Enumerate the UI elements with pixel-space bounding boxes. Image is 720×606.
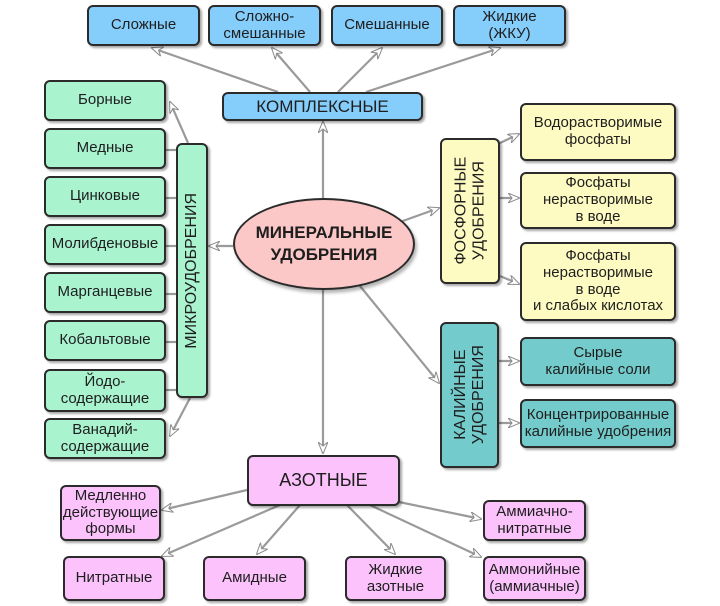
edge-complex-2	[272, 48, 311, 93]
edge-complex-4	[365, 48, 500, 94]
complex-item-mixed[interactable]: Смешанные	[331, 5, 443, 46]
phosphorus-item-water-insoluble[interactable]: Фосфаты нерастворимые в воде	[520, 172, 676, 229]
item-label: Ванадий- содержащие	[60, 420, 150, 455]
group-potassium-label: КАЛИЙНЫЕ УДОБРЕНИЯ	[451, 345, 487, 445]
edge-phos-3	[499, 274, 519, 286]
edge-center-potassium	[359, 285, 439, 383]
phosphorus-item-water-soluble[interactable]: Водорастворимые фосфаты	[520, 103, 676, 161]
item-label: Кобальтовые	[59, 331, 151, 349]
nitrogen-item-liquid[interactable]: Жидкие азотные	[345, 556, 446, 601]
item-label: Сырые калийные соли	[545, 343, 651, 378]
complex-item-complex-mixed[interactable]: Сложно- смешанные	[208, 5, 321, 46]
group-complex[interactable]: КОМПЛЕКСНЫЕ	[222, 92, 423, 121]
edge-nitro-1	[162, 488, 248, 510]
edge-nitro-6	[369, 504, 481, 558]
micro-item-cobalt[interactable]: Кобальтовые	[44, 320, 166, 361]
phosphorus-item-acid-insoluble[interactable]: Фосфаты нерастворимые в воде и слабых ки…	[520, 242, 676, 321]
micro-item-iodine[interactable]: Йодо- содержащие	[44, 369, 166, 412]
center-node-mineral-fertilizers[interactable]: МИНЕРАЛЬНЫЕ УДОБРЕНИЯ	[233, 198, 415, 290]
item-label: Нитратные	[75, 569, 153, 587]
edge-nitro-5	[398, 500, 481, 519]
item-label: Медленно действующие формы	[62, 486, 159, 538]
micro-item-vanadium[interactable]: Ванадий- содержащие	[44, 418, 166, 459]
item-label: Смешанные	[344, 16, 430, 34]
item-label: Молибденовые	[51, 235, 159, 253]
edge-micro-1	[168, 102, 190, 144]
micro-item-boron[interactable]: Борные	[44, 80, 166, 121]
micro-item-zinc[interactable]: Цинковые	[44, 176, 166, 217]
item-label: Борные	[78, 91, 132, 109]
edge-nitro-4	[346, 504, 395, 554]
item-label: Амидные	[222, 569, 287, 587]
item-label: Марганцевые	[57, 283, 153, 301]
group-nitrogen-label: АЗОТНЫЕ	[279, 470, 368, 491]
nitrogen-item-slow-acting[interactable]: Медленно действующие формы	[60, 485, 161, 541]
item-label: Сложные	[110, 16, 177, 34]
edge-micro-8	[170, 397, 191, 436]
item-label: Концентрированные калийные удобрения	[524, 405, 672, 440]
item-label: Фосфаты нерастворимые в воде	[543, 174, 653, 225]
nitrogen-item-amide[interactable]: Амидные	[203, 556, 306, 601]
item-label: Фосфаты нерастворимые в воде и слабых ки…	[532, 246, 664, 315]
item-label: Йодо- содержащие	[60, 372, 150, 407]
nitrogen-item-ammonium[interactable]: Аммонийные (аммиачные)	[483, 556, 586, 601]
group-potassium[interactable]: КАЛИЙНЫЕ УДОБРЕНИЯ	[440, 322, 499, 468]
item-label: Жидкие азотные	[366, 560, 425, 595]
item-label: Сложно- смешанные	[223, 7, 306, 42]
item-label: Аммонийные (аммиачные)	[488, 560, 581, 595]
item-label: Аммиачно- нитратные	[496, 502, 573, 537]
item-label: Цинковые	[70, 187, 140, 205]
complex-item-complex[interactable]: Сложные	[87, 5, 200, 46]
group-phosphorus[interactable]: ФОСФОРНЫЕ УДОБРЕНИЯ	[440, 138, 500, 284]
center-node-label: МИНЕРАЛЬНЫЕ УДОБРЕНИЯ	[255, 222, 393, 264]
edge-complex-1	[152, 48, 279, 94]
group-micro-label: МИКРОУДОБРЕНИЯ	[183, 192, 201, 349]
micro-item-manganese[interactable]: Марганцевые	[44, 272, 166, 313]
group-phosphorus-label: ФОСФОРНЫЕ УДОБРЕНИЯ	[452, 157, 487, 265]
item-label: Водорастворимые фосфаты	[533, 114, 663, 148]
potassium-item-raw-salts[interactable]: Сырые калийные соли	[520, 337, 676, 386]
group-complex-label: КОМПЛЕКСНЫЕ	[256, 96, 389, 116]
edge-phos-1	[499, 133, 519, 144]
edge-complex-3	[337, 48, 382, 93]
nitrogen-item-nitrate[interactable]: Нитратные	[63, 556, 165, 601]
edge-center-phosphorus	[399, 208, 439, 224]
item-label: Медные	[76, 139, 134, 157]
micro-item-copper[interactable]: Медные	[44, 128, 166, 169]
item-label: Жидкие (ЖКУ)	[482, 7, 537, 42]
edge-nitro-3	[257, 504, 301, 554]
micro-item-molybdenum[interactable]: Молибденовые	[44, 224, 166, 265]
edge-nitro-2	[162, 503, 281, 558]
group-nitrogen[interactable]: АЗОТНЫЕ	[247, 455, 400, 506]
potassium-item-concentrated[interactable]: Концентрированные калийные удобрения	[520, 399, 676, 448]
nitrogen-item-ammonium-nitrate[interactable]: Аммиачно- нитратные	[483, 500, 586, 541]
group-micro[interactable]: МИКРОУДОБРЕНИЯ	[176, 143, 208, 398]
complex-item-liquid[interactable]: Жидкие (ЖКУ)	[453, 5, 566, 46]
